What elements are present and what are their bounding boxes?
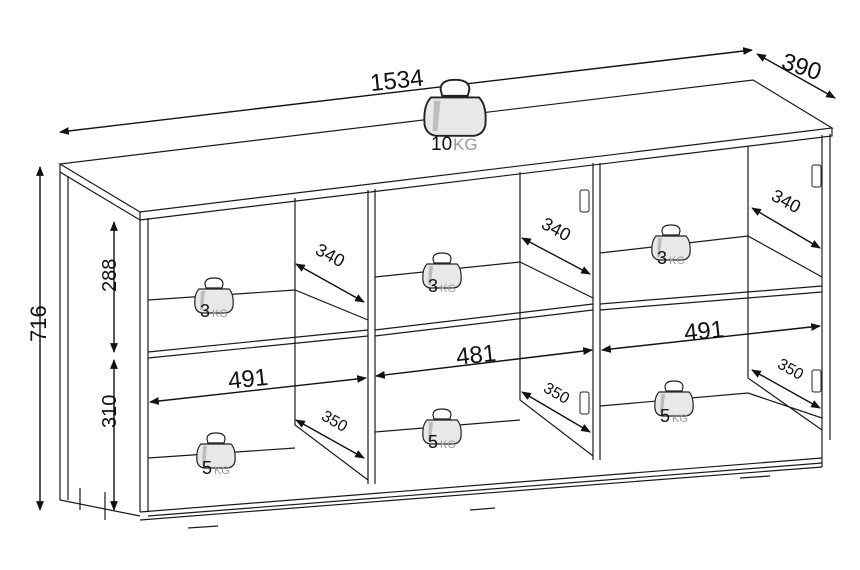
weight-lower-mid-value: 5 (428, 432, 438, 452)
weight-upper-left-value: 3 (200, 301, 210, 321)
shelf-depth-lower-left: 350 (318, 408, 350, 436)
shelf-depth-upper-mid: 340 (538, 213, 574, 245)
weight-upper-right-value: 3 (657, 248, 667, 268)
width-label: 1534 (369, 65, 425, 97)
depth-label: 390 (778, 48, 824, 86)
weight-upper-left-unit: KG (212, 308, 228, 320)
height-label: 716 (26, 305, 51, 342)
lower-height-label: 310 (99, 395, 121, 428)
weight-top-value: 10 (431, 134, 452, 155)
compartment-mid-label: 481 (455, 340, 498, 371)
weight-lower-left-unit: KG (214, 465, 230, 477)
shelf-depth-lower-mid: 350 (540, 380, 572, 408)
dimension-lines (36, 47, 836, 511)
weight-lower-left-value: 5 (202, 458, 212, 478)
weight-upper-mid-value: 3 (428, 276, 438, 296)
shelf-depth-upper-left: 340 (312, 239, 348, 271)
compartment-right-label: 491 (683, 316, 726, 347)
shelf-depth-upper-right: 340 (768, 185, 804, 217)
weight-upper-right-unit: KG (669, 255, 685, 267)
weight-lower-right-value: 5 (660, 406, 670, 426)
cabinet-outline (58, 79, 834, 529)
weight-lower-right-unit: KG (672, 413, 688, 425)
weight-top-unit: KG (453, 135, 478, 154)
weight-lower-mid-unit: KG (440, 439, 456, 451)
shelf-depth-lower-right: 350 (774, 356, 806, 384)
compartment-left-label: 491 (227, 364, 270, 395)
upper-height-label: 288 (99, 259, 121, 292)
weight-upper-mid-unit: KG (440, 283, 456, 295)
